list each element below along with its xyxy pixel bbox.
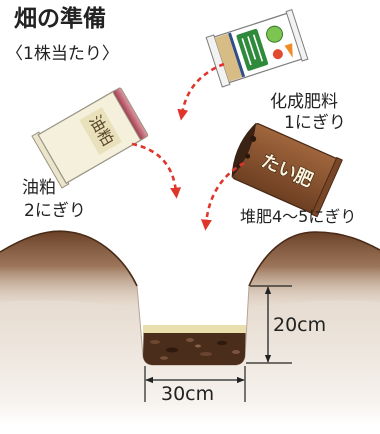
compost-bag-opening xyxy=(231,122,257,178)
tomato-icon xyxy=(272,49,283,60)
spilled-compost xyxy=(236,135,257,168)
carrot-icon xyxy=(284,43,293,58)
pit-width-label: 30cm xyxy=(161,383,215,405)
chemical-fertilizer-bag xyxy=(205,9,309,88)
right-ground-surface xyxy=(248,231,380,287)
compost-amount-label: 堆肥4～5にぎり xyxy=(240,207,357,226)
oil-cake-amount: 2にぎり xyxy=(24,201,86,221)
page-subtitle: 〈1株当たり〉 xyxy=(6,44,119,64)
compost-layer xyxy=(143,333,246,365)
pit-depth-label: 20cm xyxy=(273,314,327,336)
compost-arrow xyxy=(200,161,245,231)
fertilizer-layer xyxy=(143,325,246,334)
oil-cake-bag: 油粕 xyxy=(31,87,149,189)
cabbage-icon xyxy=(266,25,284,43)
compost-texture xyxy=(150,338,240,360)
oil-cake-arrow xyxy=(131,142,182,199)
left-ground-surface xyxy=(0,230,138,287)
page-title: 畑の準備 xyxy=(14,6,106,32)
right-soil-mound xyxy=(248,232,380,308)
oil-cake-name: 油粕 xyxy=(22,178,56,198)
chemical-fertilizer-amount: 1にぎり xyxy=(284,113,346,133)
chemical-fertilizer-name: 化成肥料 xyxy=(270,92,338,112)
compost-bag: たい肥 xyxy=(231,122,343,218)
left-soil-mound xyxy=(0,231,139,308)
